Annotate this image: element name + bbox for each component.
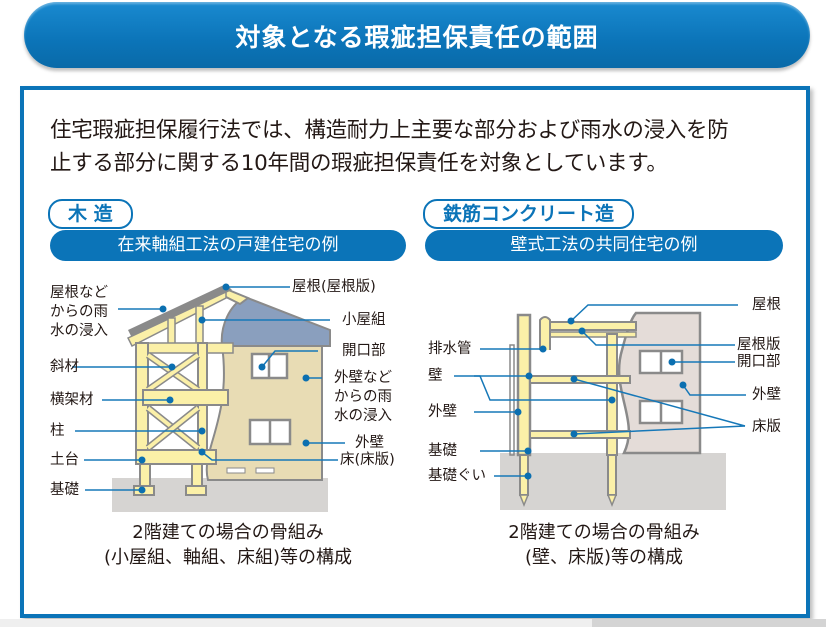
label-line: 屋根など xyxy=(50,285,108,301)
rc-label-foundation: 基礎 xyxy=(428,443,457,459)
label-line: 外壁など xyxy=(334,370,392,386)
wood-label-sill: 土台 xyxy=(50,452,79,468)
wood-label-roof-rain: 屋根など からの雨 水の浸入 xyxy=(50,284,108,341)
rc-caption: 2階建ての場合の骨組み (壁、床版)等の構成 xyxy=(425,520,783,570)
rc-label-floor-slab: 床版 xyxy=(752,419,781,435)
wood-label-roof: 屋根(屋根版) xyxy=(292,279,376,295)
caption-line: 2階建ての場合の骨組み xyxy=(508,522,700,543)
wood-caption: 2階建ての場合の骨組み (小屋組、軸組、床組)等の構成 xyxy=(50,520,406,570)
rc-label-pile: 基礎ぐい xyxy=(428,468,486,484)
rc-badge: 鉄筋コンクリート造 xyxy=(423,199,635,229)
label-line: からの雨 xyxy=(50,304,108,320)
label-line: 水の浸入 xyxy=(334,408,392,424)
footer-strip-shade xyxy=(592,619,826,627)
rc-leader-lines xyxy=(454,304,746,477)
wood-label-floor: 床(床版) xyxy=(340,452,395,468)
rc-label-roof-slab: 屋根版 xyxy=(737,337,781,353)
rc-label-wall: 壁 xyxy=(428,368,443,384)
intro-line-1: 住宅瑕疵担保履行法では、構造耐力上主要な部分および雨水の浸入を防 xyxy=(50,118,729,143)
wood-label-roof-frame: 小屋組 xyxy=(342,312,386,328)
caption-line: (壁、床版)等の構成 xyxy=(524,547,684,568)
wood-house-illustration xyxy=(112,284,331,512)
wood-badge: 木 造 xyxy=(48,199,133,229)
page-title: 対象となる瑕疵担保責任の範囲 xyxy=(235,23,599,52)
rc-subtitle-bar: 壁式工法の共同住宅の例 xyxy=(425,230,783,261)
wood-leader-lines xyxy=(72,286,345,491)
wood-label-column: 柱 xyxy=(50,423,65,439)
caption-line: (小屋組、軸組、床組)等の構成 xyxy=(103,547,353,568)
page-footer-strip xyxy=(0,619,826,627)
wood-label-diagonal: 斜材 xyxy=(50,359,79,375)
rc-label-roof: 屋根 xyxy=(752,297,781,313)
wood-label-foundation: 基礎 xyxy=(50,482,79,498)
wood-label-opening: 開口部 xyxy=(342,343,386,359)
rc-label-exterior-wall-right: 外壁 xyxy=(752,387,781,403)
section-header: 対象となる瑕疵担保責任の範囲 xyxy=(24,2,810,68)
rc-label-drain-pipe: 排水管 xyxy=(428,341,472,357)
intro-line-2: 止する部分に関する10年間の瑕疵担保責任を対象としています。 xyxy=(50,151,668,176)
wood-subtitle-bar: 在来軸組工法の戸建住宅の例 xyxy=(50,230,406,261)
wood-label-exterior-wall: 外壁 xyxy=(355,435,384,451)
wood-leader-dots xyxy=(138,283,310,494)
wood-label-cross-beam: 横架材 xyxy=(50,392,94,408)
label-line: からの雨 xyxy=(334,389,392,405)
wood-label-wall-rain: 外壁など からの雨 水の浸入 xyxy=(326,369,392,426)
rc-label-exterior-wall: 外壁 xyxy=(428,404,457,420)
caption-line: 2階建ての場合の骨組み xyxy=(132,522,324,543)
rc-label-opening: 開口部 xyxy=(737,354,781,370)
rc-leader-dots xyxy=(514,317,687,480)
label-line: 水の浸入 xyxy=(50,323,108,339)
